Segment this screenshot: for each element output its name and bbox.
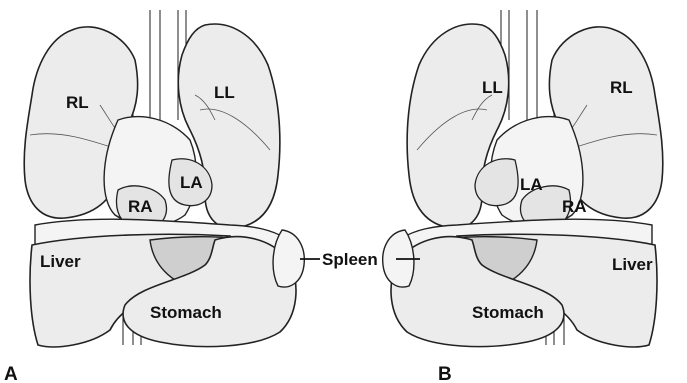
panel-a-label-liver: Liver	[40, 252, 81, 271]
panel-a-label-stomach: Stomach	[150, 303, 222, 322]
panel-a	[24, 10, 304, 347]
panel-b-label-stomach: Stomach	[472, 303, 544, 322]
panel-a-label-ll: LL	[214, 83, 235, 102]
panel-b-letter: B	[438, 364, 452, 383]
panel-b-label-la: LA	[520, 175, 543, 194]
panel-a-label-ra: RA	[128, 197, 153, 216]
panel-a-spleen	[273, 230, 304, 287]
panel-a-letter: A	[4, 364, 18, 383]
panel-b-label-rl: RL	[610, 78, 633, 97]
spleen-label: Spleen	[322, 250, 378, 269]
panel-b-label-liver: Liver	[612, 255, 653, 274]
panel-a-label-la: LA	[180, 173, 203, 192]
panel-b-label-ll: LL	[482, 78, 503, 97]
panel-b-label-ra: RA	[562, 197, 587, 216]
panel-a-label-rl: RL	[66, 93, 89, 112]
